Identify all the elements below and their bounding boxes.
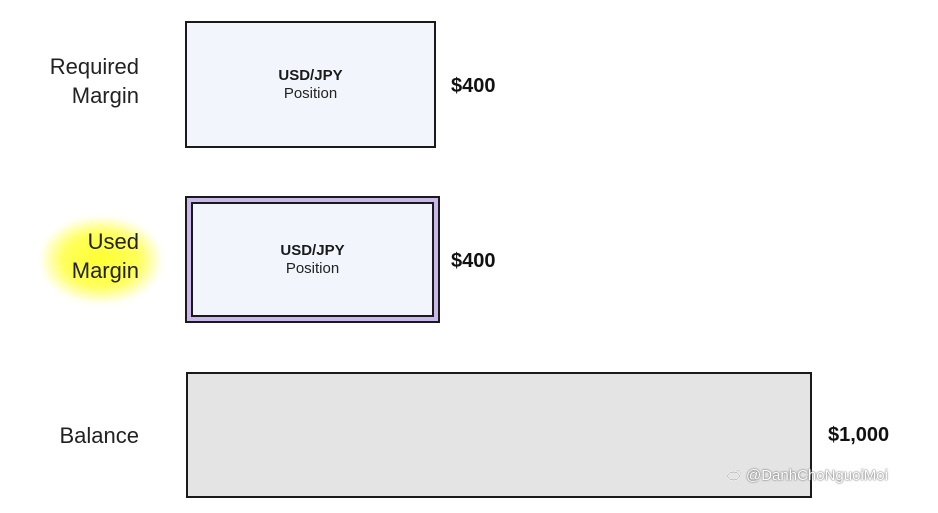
used-margin-frame: USD/JPY Position — [185, 196, 440, 323]
required-margin-label-line1: Required — [49, 54, 139, 79]
balance-label-text: Balance — [59, 423, 139, 448]
required-position-text: USD/JPY Position — [187, 67, 434, 103]
used-margin-label-line2: Margin — [71, 258, 139, 283]
used-position-subtitle: Position — [285, 260, 340, 277]
required-margin-label: Required Margin — [50, 52, 139, 110]
required-margin-amount: $400 — [451, 75, 496, 97]
balance-label: Balance — [59, 421, 139, 450]
balance-box — [186, 372, 812, 498]
balance-amount: $1,000 — [828, 424, 890, 446]
required-margin-box: USD/JPY Position — [185, 21, 436, 148]
required-position-subtitle: Position — [283, 85, 338, 102]
used-margin-box: USD/JPY Position — [191, 202, 434, 317]
watermark-text: @DanhChoNguoiMoi — [746, 467, 888, 484]
required-position-title: USD/JPY — [278, 67, 343, 84]
watermark: @DanhChoNguoiMoi — [726, 467, 888, 484]
weibo-icon — [726, 467, 742, 484]
used-margin-highlight — [42, 218, 160, 302]
used-margin-label-line1: Used — [87, 229, 139, 254]
used-position-text: USD/JPY Position — [193, 242, 432, 278]
used-margin-label: Used Margin — [72, 227, 139, 285]
required-margin-label-line2: Margin — [71, 83, 139, 108]
used-position-title: USD/JPY — [280, 242, 345, 259]
used-margin-amount: $400 — [451, 250, 496, 272]
